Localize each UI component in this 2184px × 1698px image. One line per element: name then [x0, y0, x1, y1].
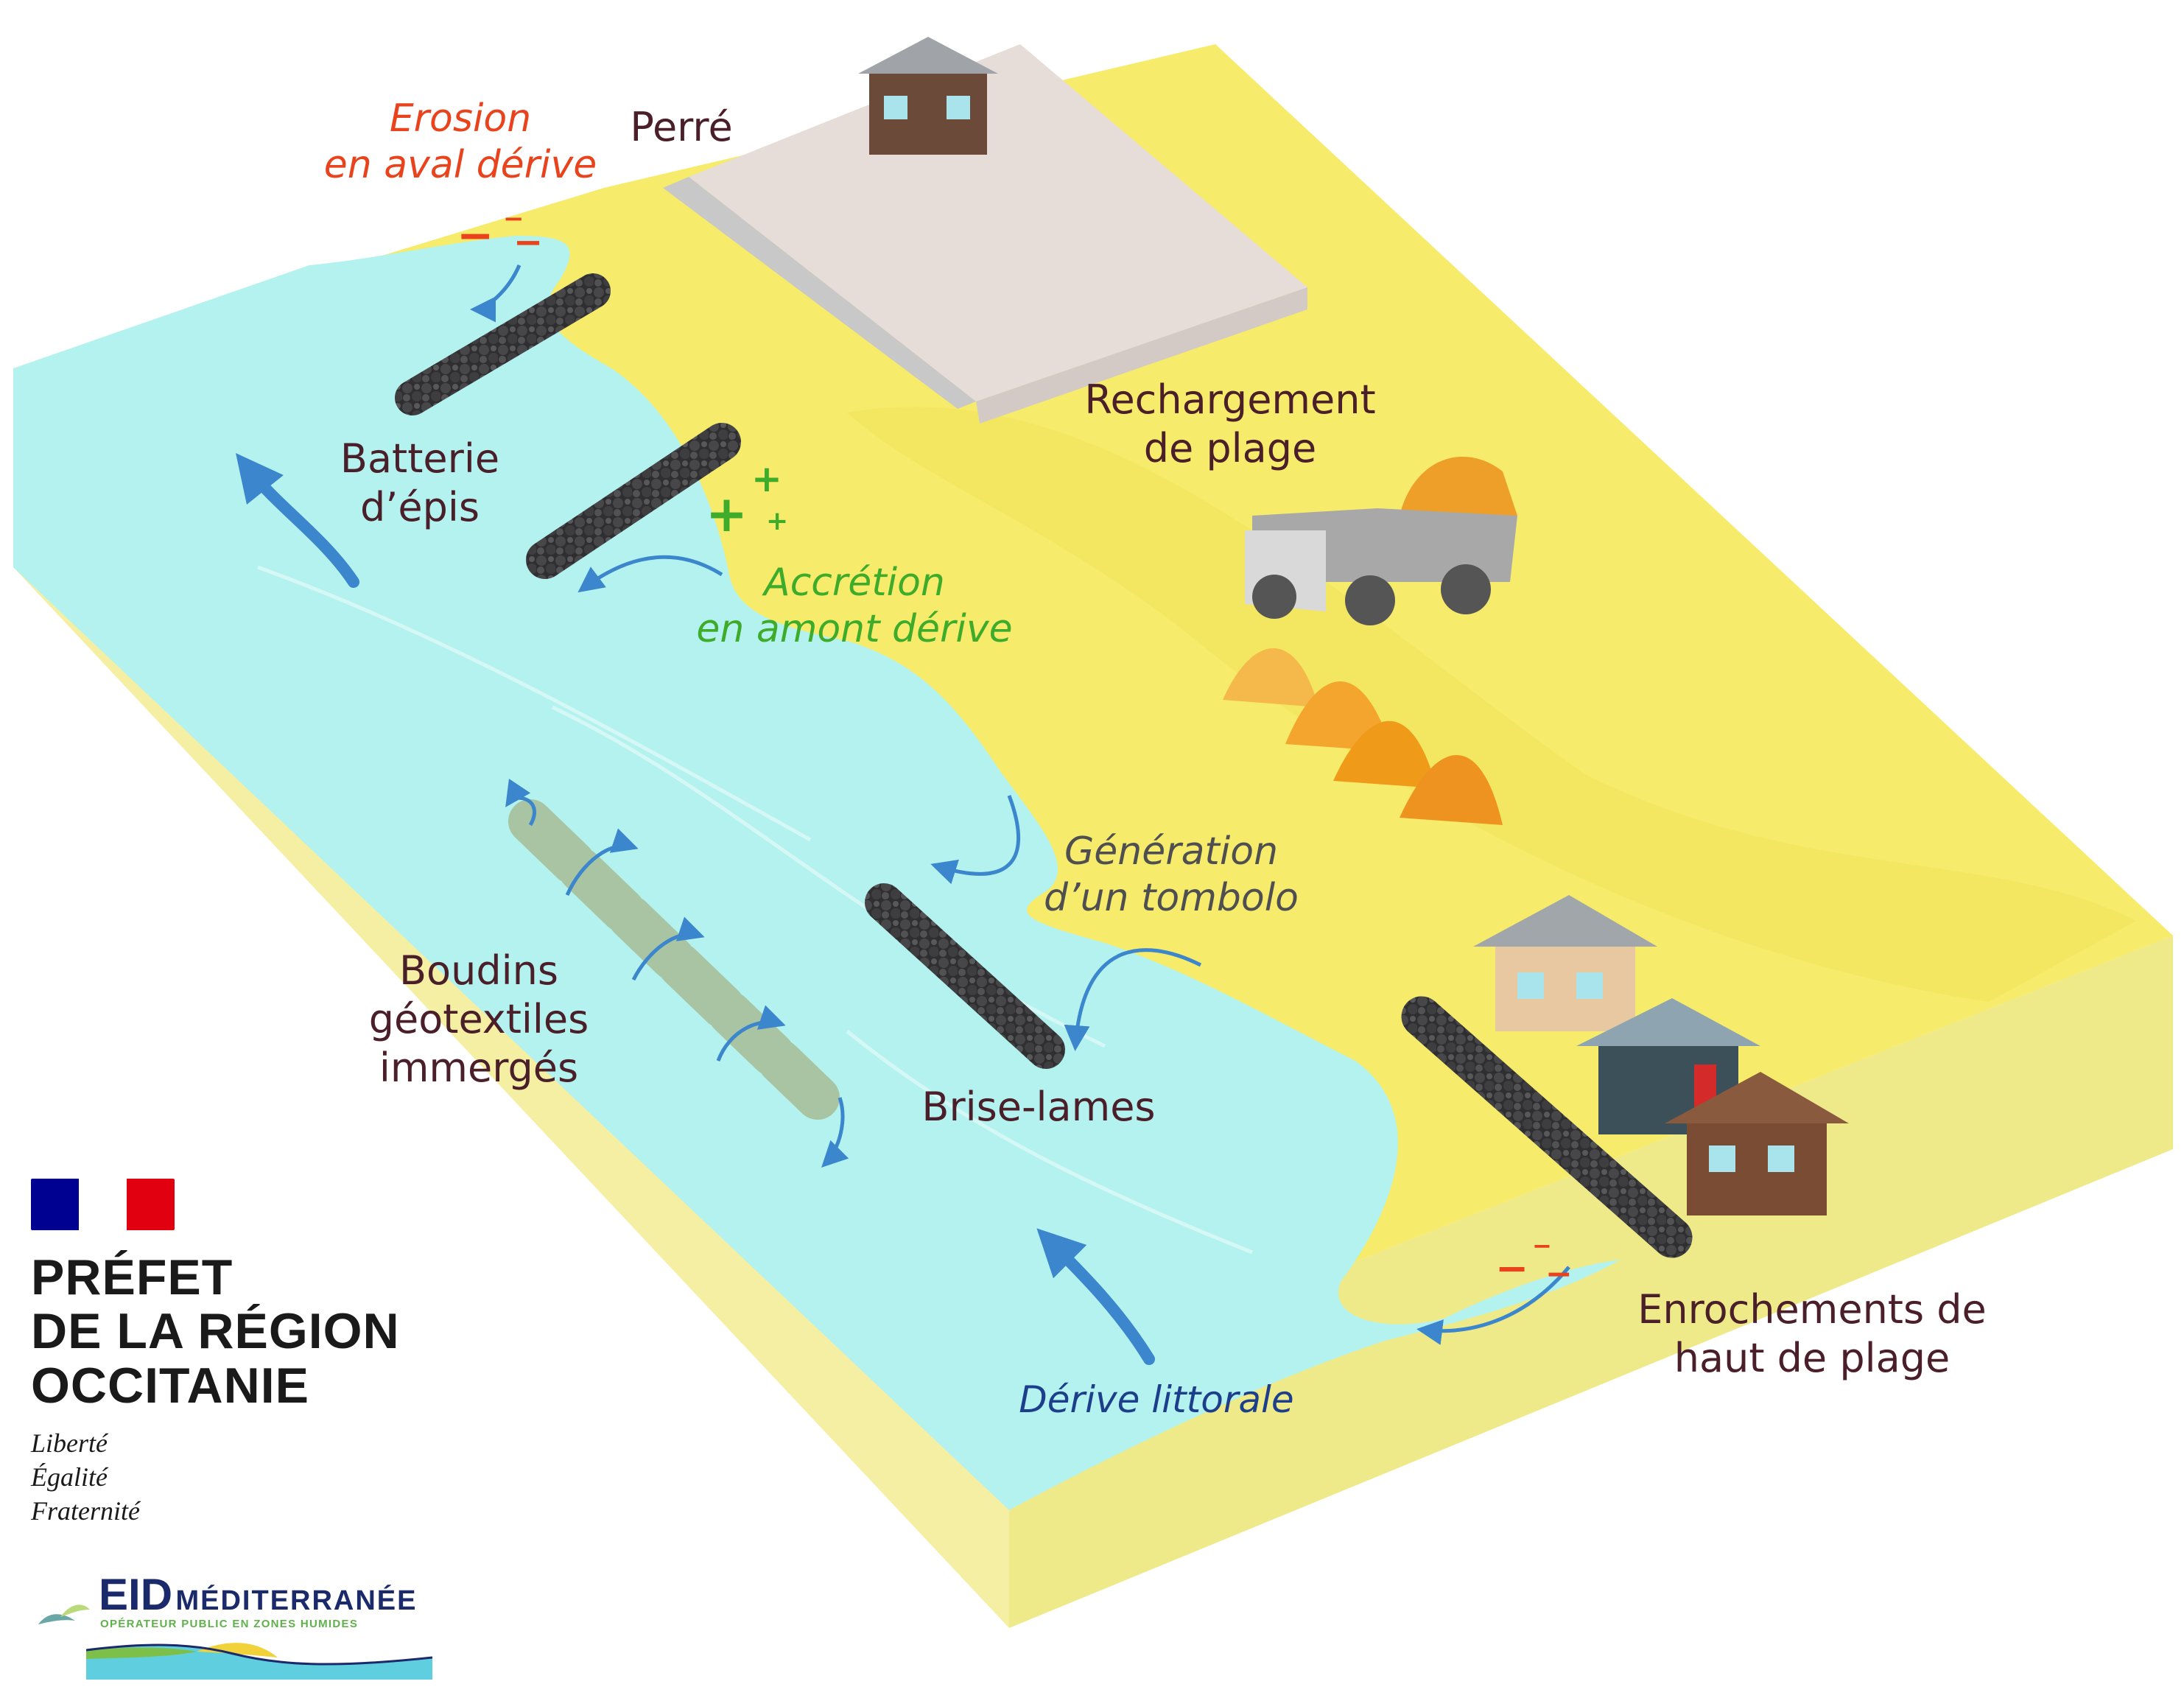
truck-icon [1245, 457, 1517, 625]
drift-arrow-large [1036, 1228, 1155, 1365]
plus-sign: + [766, 506, 789, 536]
label-perre: Perré [630, 104, 733, 150]
eid-mediterranee-logo: EID MÉDITERRANÉE OPÉRATEUR PUBLIC EN ZON… [31, 1569, 432, 1680]
current-arrows [470, 264, 1570, 1345]
seawall-perre [663, 44, 1307, 424]
eid-subtitle: OPÉRATEUR PUBLIC EN ZONES HUMIDES [100, 1618, 359, 1630]
prefet-occitanie-logo: PRÉFET DE LA RÉGION OCCITANIE Liberté Ég… [31, 1179, 400, 1529]
plus-sign: + [706, 485, 748, 544]
minus-sign: − [513, 222, 544, 263]
marianne-flag-icon [31, 1179, 175, 1230]
rock-revetment [1401, 996, 1693, 1258]
groynes [395, 273, 741, 579]
minus-sign: − [1495, 1245, 1529, 1291]
eid-bird-icon [38, 1604, 90, 1624]
flag-red [127, 1179, 175, 1230]
label-derive-littorale: Dérive littorale [1019, 1378, 1294, 1421]
minus-sign: − [1532, 1232, 1552, 1260]
flag-blue [31, 1179, 79, 1230]
sand-piles [1223, 648, 1503, 825]
house-top [858, 37, 998, 155]
prefet-title: PRÉFET DE LA RÉGION OCCITANIE [31, 1249, 400, 1414]
eid-wave-icon [86, 1643, 432, 1680]
plus-sign: + [751, 457, 782, 500]
eid-name: EID MÉDITERRANÉE [99, 1570, 418, 1619]
minus-sign: − [457, 210, 494, 262]
flag-white [79, 1179, 127, 1230]
houses-right [1473, 895, 1849, 1215]
label-brise-lames: Brise-lames [921, 1084, 1156, 1130]
breakwater [865, 883, 1065, 1069]
drift-arrow-large [236, 453, 359, 588]
sea [13, 236, 1621, 1510]
minus-sign: − [1545, 1255, 1573, 1293]
sand-shading [847, 407, 2136, 1002]
republic-motto: Liberté Égalité Fraternité [31, 1428, 140, 1526]
minus-sign: − [503, 204, 524, 234]
geotextile-tubes [508, 799, 840, 1120]
